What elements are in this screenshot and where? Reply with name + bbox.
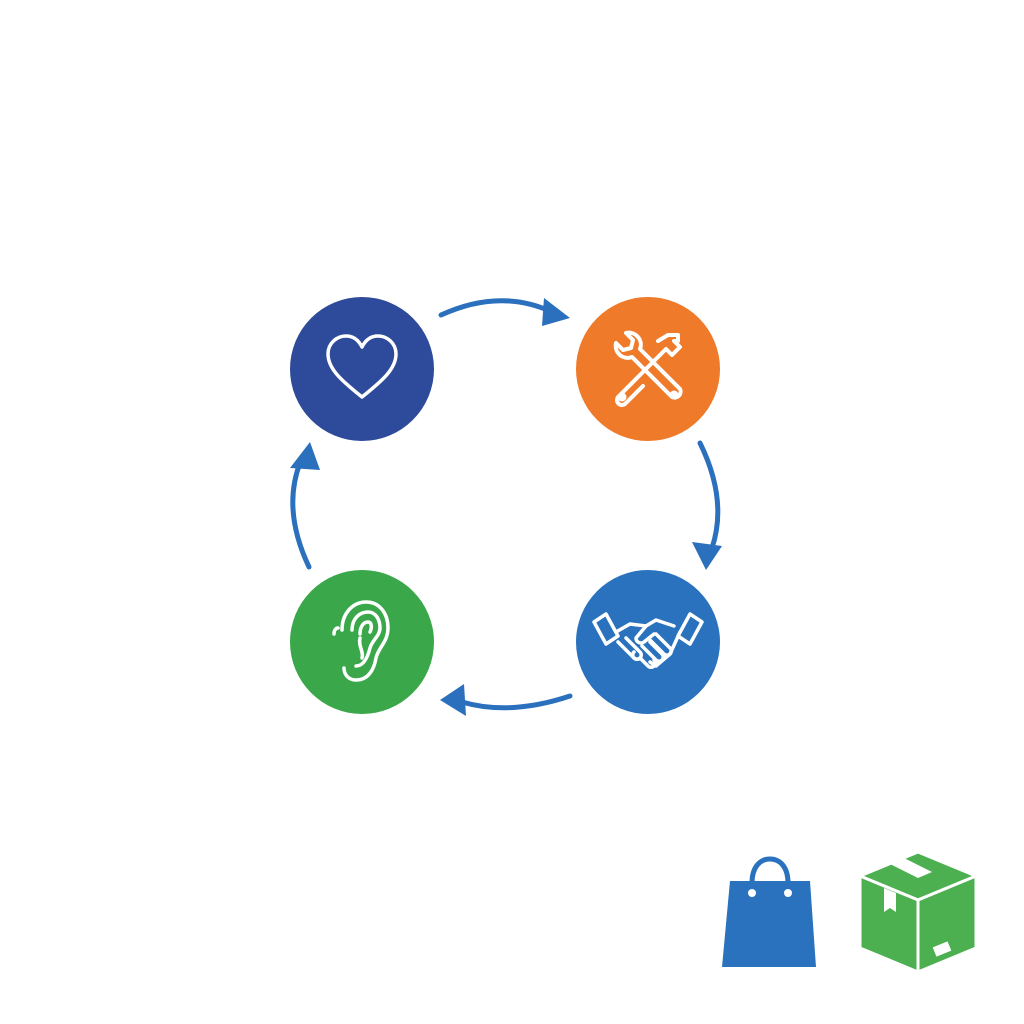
arrowhead-up	[290, 442, 320, 470]
arrow-tools-to-handshake	[697, 440, 721, 551]
arrow-ear-to-heart	[290, 460, 312, 570]
heart-node	[290, 297, 434, 441]
handshake-icon	[592, 612, 704, 669]
handshake-node	[576, 570, 720, 714]
tools-node	[576, 297, 720, 441]
ear-icon	[332, 600, 390, 682]
arrowhead-left	[440, 684, 466, 716]
wrench-hammer-icon	[613, 330, 683, 407]
heart-icon	[326, 334, 398, 399]
arrowhead-right	[542, 298, 570, 326]
package-box-icon	[858, 850, 978, 974]
shopping-bag-icon	[722, 856, 816, 967]
arrow-handshake-to-ear	[459, 693, 573, 711]
arrow-heart-to-tools	[438, 298, 555, 318]
arrowhead-down	[692, 542, 722, 570]
ear-node	[290, 570, 434, 714]
